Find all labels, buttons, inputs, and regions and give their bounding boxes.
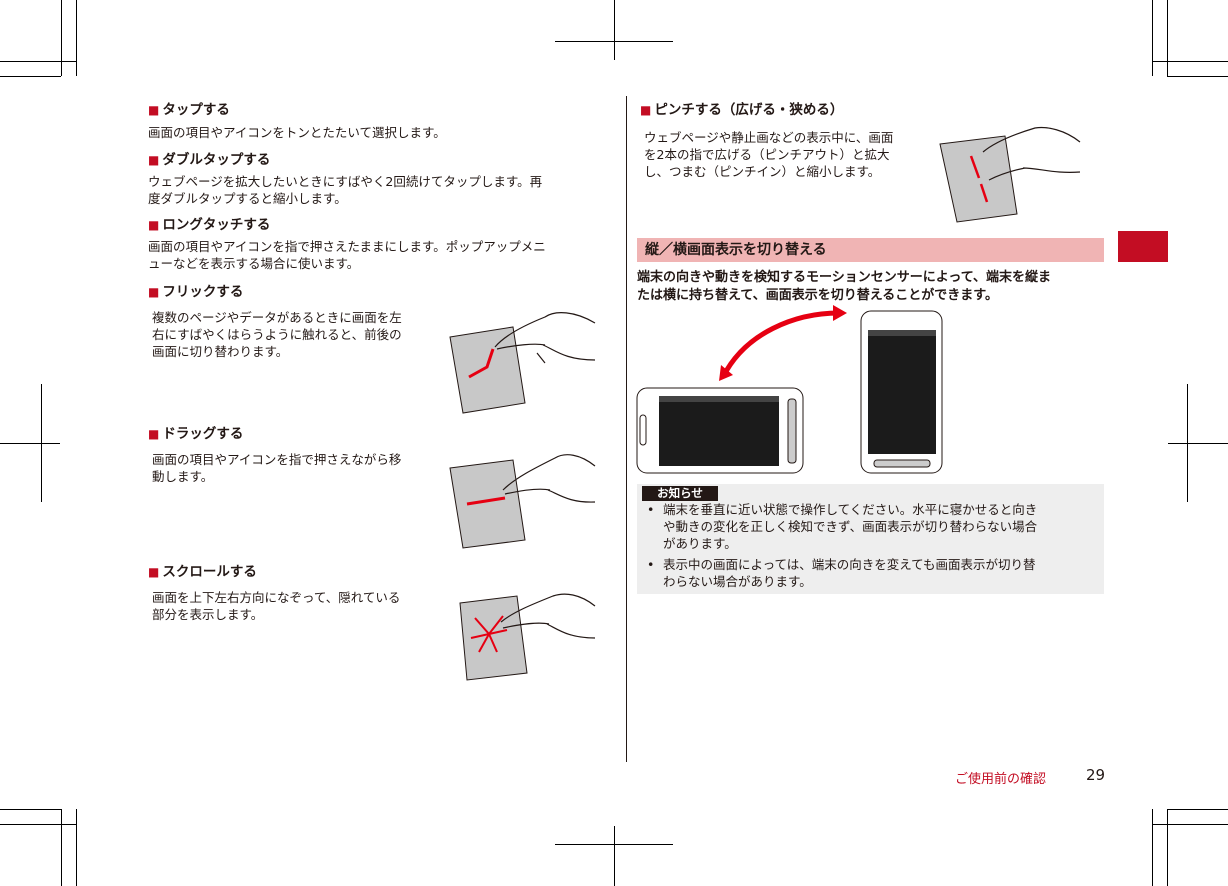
flick-heading: ■フリックする	[148, 284, 244, 300]
drag-body-1: 画面の項目やアイコンを指で押さえながら移	[152, 452, 402, 467]
rotation-arrow	[719, 305, 847, 381]
flick-body-3: 画面に切り替わります。	[152, 344, 289, 359]
longtouch-heading: ■ロングタッチする	[148, 217, 271, 233]
drag-title: ドラッグする	[162, 426, 244, 442]
flick-body-1: 複数のページやデータがあるときに画面を左	[152, 310, 402, 325]
doubletap-heading: ■ダブルタップする	[148, 152, 271, 168]
tap-body: 画面の項目やアイコンをトンとたたいて選択します。	[148, 125, 446, 140]
scroll-illustration	[459, 593, 596, 681]
tap-heading: ■タップする	[148, 102, 230, 118]
notice-bullet-2: •	[647, 557, 655, 572]
doubletap-title: ダブルタップする	[162, 152, 271, 168]
longtouch-title: ロングタッチする	[162, 217, 271, 233]
section-body-1: 端末の向きや動きを検知するモーションセンサーによって、端末を縦ま	[637, 270, 1052, 285]
scroll-body-1: 画面を上下左右方向になぞって、隠れている	[152, 590, 401, 605]
pinch-body-2: を2本の指で広げる（ピンチアウト）と拡大	[644, 147, 890, 162]
pinch-body-3: し、つまむ（ピンチイン）と縮小します。	[644, 164, 881, 179]
scroll-title: スクロールする	[162, 564, 257, 580]
pinch-title: ピンチする（広げる・狭める）	[654, 102, 844, 118]
drag-illustration	[449, 454, 596, 549]
notice-1-line-1: 端末を垂直に近い状態で操作してください。水平に寝かせると向き	[663, 502, 1038, 517]
notice-2-line-1: 表示中の画面によっては、端末の向きを変えても画面表示が切り替	[663, 557, 1036, 572]
flick-body-2: 右にすばやくはらうように触れると、前後の	[152, 327, 402, 342]
phone-landscape	[636, 387, 804, 474]
pinch-heading: ■ピンチする（広げる・狭める）	[640, 102, 844, 118]
pinch-body-1: ウェブページや静止画などの表示中に、画面	[644, 130, 894, 145]
column-divider	[626, 96, 627, 762]
notice-2-line-2: わらない場合があります。	[663, 574, 812, 589]
flick-illustration	[449, 312, 596, 414]
pinch-illustration	[939, 126, 1081, 223]
drag-heading: ■ドラッグする	[148, 426, 244, 442]
section-banner: 縦／横画面表示を切り替える	[637, 238, 1104, 262]
notice-1-line-3: があります。	[663, 536, 737, 551]
flick-title: フリックする	[162, 284, 244, 300]
section-body-2: たは横に持ち替えて、画面表示を切り替えることができます。	[637, 288, 999, 303]
page-number: 29	[1086, 766, 1106, 784]
footer-section: ご使用前の確認	[955, 772, 1047, 787]
scroll-body-2: 部分を表示します。	[152, 607, 264, 622]
notice-box	[637, 484, 1104, 594]
longtouch-body-1: 画面の項目やアイコンを指で押さえたままにします。ポップアップメニ	[148, 239, 546, 254]
scroll-heading: ■スクロールする	[148, 564, 257, 580]
tap-title: タップする	[162, 102, 230, 118]
drag-body-2: 動します。	[152, 469, 214, 484]
phone-portrait	[860, 310, 943, 474]
notice-1-line-2: や動きの変化を正しく検知できず、画面表示が切り替わらない場合	[663, 519, 1038, 534]
notice-label: お知らせ	[642, 486, 718, 501]
doubletap-body-1: ウェブページを拡大したいときにすばやく2回続けてタップします。再	[148, 174, 543, 189]
doubletap-body-2: 度ダブルタップすると縮小します。	[148, 191, 347, 206]
notice-bullet-1: •	[647, 502, 655, 517]
longtouch-body-2: ューなどを表示する場合に使います。	[148, 256, 360, 271]
chapter-tab	[1118, 231, 1168, 262]
